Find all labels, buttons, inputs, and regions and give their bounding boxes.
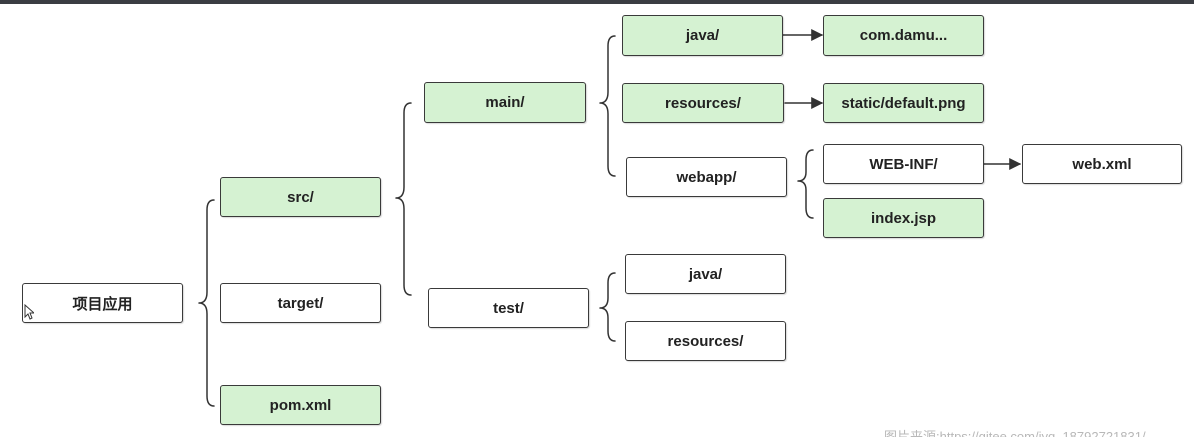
node-target: target/ — [220, 283, 381, 323]
brace-main — [599, 35, 616, 177]
node-index-jsp: index.jsp — [823, 198, 984, 238]
mouse-cursor-icon — [24, 304, 34, 320]
node-pom-xml: pom.xml — [220, 385, 381, 425]
node-test-resources: resources/ — [625, 321, 786, 361]
image-source-watermark: 图片来源:https://gitee.com/jyq_18792721831/ — [884, 429, 1146, 437]
node-src: src/ — [220, 177, 381, 217]
node-project-root: 项目应用 — [22, 283, 183, 323]
brace-root — [198, 199, 215, 407]
node-main-java: java/ — [622, 15, 783, 56]
node-test: test/ — [428, 288, 589, 328]
brace-src — [395, 102, 412, 296]
brace-webapp — [797, 149, 814, 219]
node-main-resources: resources/ — [622, 83, 784, 123]
node-static-default-png: static/default.png — [823, 83, 984, 123]
node-com-damu: com.damu... — [823, 15, 984, 56]
node-test-java: java/ — [625, 254, 786, 294]
node-web-inf: WEB-INF/ — [823, 144, 984, 184]
node-web-xml: web.xml — [1022, 144, 1182, 184]
node-main: main/ — [424, 82, 586, 123]
window-top-bar — [0, 0, 1194, 4]
brace-test — [599, 272, 616, 342]
node-webapp: webapp/ — [626, 157, 787, 197]
